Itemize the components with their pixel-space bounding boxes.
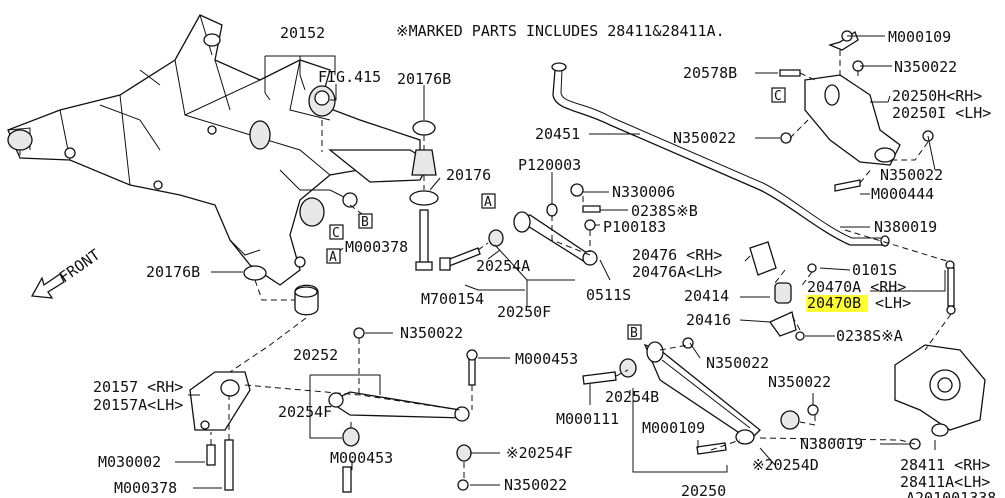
ref-box-c-upper: C <box>771 87 786 104</box>
label-0238sb: 0238S※B <box>631 202 698 220</box>
stabilizer-bushing-drawing <box>749 241 817 341</box>
label-20476a: 20476A<LH> <box>632 263 722 281</box>
mount-20176-drawing <box>409 120 439 271</box>
label-m000109-top: M000109 <box>888 28 951 46</box>
label-n350022-c: N350022 <box>400 324 463 342</box>
label-20470a: 20470A <RH> <box>807 278 906 296</box>
ref-box-c-frame: C <box>329 224 344 241</box>
label-m030002: M030002 <box>98 453 161 471</box>
ref-c-frame-label: C <box>332 226 340 241</box>
mount-20176b-left-drawing <box>243 265 319 316</box>
ref-box-a-toe: A <box>481 193 496 210</box>
front-arrow-label: FRONT <box>56 246 103 287</box>
label-m000378-bot: M000378 <box>114 479 177 497</box>
label-20176b-left: 20176B <box>146 263 200 281</box>
label-m700154: M700154 <box>421 290 484 308</box>
label-20157: 20157 <RH> <box>93 378 183 396</box>
label-n380019-bot: N380019 <box>800 435 863 453</box>
label-20250: 20250 <box>681 482 726 498</box>
label-n330006: N330006 <box>612 183 675 201</box>
label-0511s: 0511S <box>586 286 631 304</box>
stabilizer-bar-drawing <box>551 62 890 247</box>
label-20250f: 20250F <box>497 303 551 321</box>
label-20254f-mark: ※20254F <box>506 444 573 462</box>
ref-box-a-frame: A <box>326 248 341 265</box>
label-20578b: 20578B <box>683 64 737 82</box>
label-n350022-e: N350022 <box>768 373 831 391</box>
label-0101s: 0101S <box>852 261 897 279</box>
label-0238sa: 0238S※A <box>836 327 903 345</box>
ref-b-frame-label: B <box>361 215 369 230</box>
ref-a-toe-label: A <box>484 195 492 210</box>
marked-parts-note: ※MARKED PARTS INCLUDES 28411&28411A. <box>396 22 725 40</box>
label-20476: 20476 <RH> <box>632 246 722 264</box>
label-28411-cut: A201001338 <box>906 489 996 498</box>
label-m000109-bot: M000109 <box>642 419 705 437</box>
ref-box-b-lower: B <box>627 324 642 341</box>
label-20416: 20416 <box>686 311 731 329</box>
label-20252: 20252 <box>293 346 338 364</box>
front-direction-arrow: FRONT <box>30 246 103 299</box>
bracket-20157-drawing <box>189 371 251 491</box>
label-20254f: 20254F <box>278 403 332 421</box>
label-20250h: 20250H<RH> <box>892 87 982 105</box>
label-n350022-left: N350022 <box>673 129 736 147</box>
ref-b-lower-label: B <box>630 326 638 341</box>
label-20470b: 20470B <box>807 294 861 312</box>
label-n350022-tr: N350022 <box>894 58 957 76</box>
ref-c-upper-label: C <box>774 89 782 104</box>
label-lh: <LH> <box>875 294 911 312</box>
label-p100183: P100183 <box>603 218 666 236</box>
label-20176: 20176 <box>446 166 491 184</box>
label-m000453-a: M000453 <box>515 350 578 368</box>
label-20254a: 20254A <box>476 257 530 275</box>
label-20176b-top: 20176B <box>397 70 451 88</box>
label-m000453-b: M000453 <box>330 449 393 467</box>
label-m000444: M000444 <box>871 185 934 203</box>
label-m000111: M000111 <box>556 410 619 428</box>
bushing-fig415-drawing <box>308 85 336 117</box>
label-fig415: FIG.415 <box>318 68 381 86</box>
label-n350022-d: N350022 <box>706 354 769 372</box>
label-n350022-right: N350022 <box>880 166 943 184</box>
subframe-drawing <box>7 14 431 286</box>
label-20250i: 20250I <LH> <box>892 104 991 122</box>
label-28411a: 28411A<LH> <box>900 473 990 491</box>
label-20254d: ※20254D <box>752 456 819 474</box>
stabilizer-link-drawing <box>945 260 956 315</box>
label-n350022-bot: N350022 <box>504 476 567 494</box>
assembly-lines <box>210 50 952 480</box>
label-n380019-top: N380019 <box>874 218 937 236</box>
lateral-link-20252-drawing <box>328 327 478 493</box>
label-20451: 20451 <box>535 125 580 143</box>
label-m000378-mid: M000378 <box>345 238 408 256</box>
hub-28411-drawing <box>894 344 986 437</box>
label-20414: 20414 <box>684 287 729 305</box>
ref-box-b-frame: B <box>358 213 373 230</box>
label-p120003: P120003 <box>518 156 581 174</box>
ref-a-frame-label: A <box>329 250 337 265</box>
label-20254b: 20254B <box>605 388 659 406</box>
highlight-20470b <box>806 295 868 312</box>
label-28411: 28411 <RH> <box>900 456 990 474</box>
label-20152: 20152 <box>280 24 325 42</box>
label-20157a: 20157A<LH> <box>93 396 183 414</box>
